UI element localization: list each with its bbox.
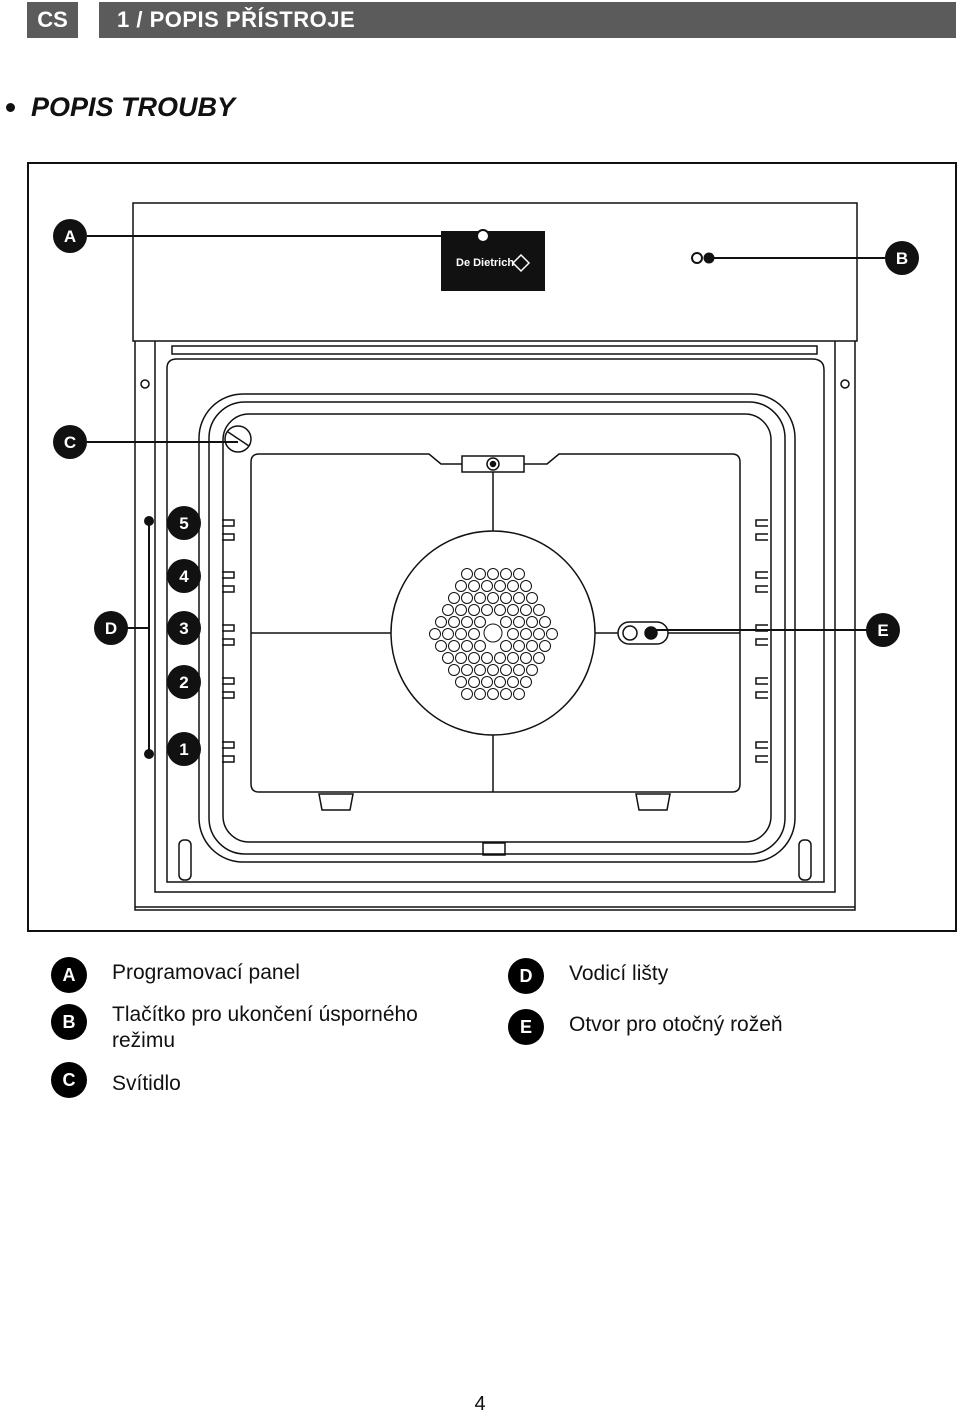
control-panel [132,202,858,342]
legend-item-b: B Tlačítko pro ukončení úsporného režimu [51,1003,462,1054]
shelf-level-label: 1 [179,740,188,759]
shelf-level-1: 1 [167,732,201,766]
oven-body [134,341,856,911]
legend-item-e: E Otvor pro otočný rožeň [508,1009,783,1045]
shelf-level-4: 4 [167,559,201,593]
legend-key: E [508,1009,544,1045]
page-number: 4 [474,1393,486,1415]
legend-item-c: C Svítidlo [51,1062,181,1098]
callout-label: B [896,249,908,268]
oven-diagram: De Dietrich A B C D E 5 4 3 2 1 [27,162,957,932]
shelf-level-2: 2 [167,665,201,699]
shelf-level-3: 3 [167,611,201,645]
subheading-text: POPIS TROUBY [31,92,236,122]
legend-key: C [51,1062,87,1098]
language-tag: CS [27,2,78,38]
shelf-level-5: 5 [167,506,201,540]
shelf-level-label: 3 [179,619,188,638]
callout-label: D [105,619,117,638]
brand-text: De Dietrich [456,257,514,269]
legend-text: Programovací panel [112,961,300,984]
callout-a: A [53,219,87,253]
legend-key: B [51,1004,87,1040]
shelf-level-label: 5 [179,514,188,533]
spit-hole [617,621,669,645]
callout-label: C [64,433,76,452]
callout-b: B [885,241,919,275]
shelf-level-label: 2 [179,673,188,692]
callout-c: C [53,425,87,459]
legend-text: Vodicí lišty [569,962,669,985]
subheading: POPIS TROUBY [6,92,235,123]
legend-item-a: A Programovací panel [51,957,300,993]
legend-item-d: D Vodicí lišty [508,958,668,994]
callout-label: A [64,227,76,246]
diagram-frame [27,162,957,932]
bullet-icon [6,103,15,112]
callout-e: E [866,613,900,647]
back-plate [250,453,741,793]
brand-logo: De Dietrich [441,231,545,291]
legend-key: A [51,957,87,993]
cavity-wall [222,413,772,843]
legend-key: D [508,958,544,994]
legend-text: Otvor pro otočný rožeň [569,1013,783,1036]
shelf-level-label: 4 [179,567,189,586]
legend-text: Svítidlo [112,1072,181,1095]
legend-text: Tlačítko pro ukončení úsporného režimu [112,1003,418,1052]
section-title: 1 / POPIS PŘÍSTROJE [99,2,956,38]
callout-label: E [877,621,888,640]
callout-d: D [94,611,128,645]
